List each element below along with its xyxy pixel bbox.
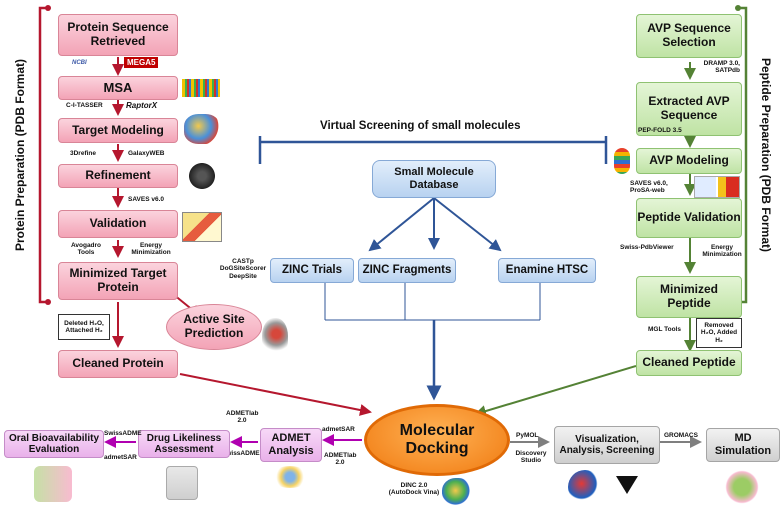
protein-seq-text: Protein Sequence Retrieved	[67, 20, 169, 48]
ncbi-logo: NCBI	[72, 60, 87, 66]
gromacs-label: GROMACS	[664, 432, 698, 439]
galaxyweb-label: GalaxyWEB	[128, 150, 165, 157]
admet-text: ADMET Analysis	[268, 432, 314, 457]
vs-title: Virtual Screening of small molecules	[320, 120, 521, 132]
peptide-note-text: Removed H₂O, Added H₂	[700, 321, 738, 344]
drug-likeliness-box: Drug Likeliness Assessment	[138, 430, 230, 458]
zinc-fragments-text: ZINC Fragments	[362, 263, 452, 276]
dinc-label: DINC 2.0 (AutoDock Vina)	[388, 482, 440, 497]
admetsar-in-label: admetSAR	[322, 426, 355, 433]
target-modeling-text: Target Modeling	[72, 122, 164, 137]
admetlab-drug-label: ADMETlab 2.0	[226, 410, 259, 425]
active-site-text: Active Site Prediction	[183, 312, 245, 340]
pill-bottle-image	[166, 466, 198, 500]
refined-structure-image	[186, 162, 218, 190]
mgl-label: MGL Tools	[648, 326, 681, 333]
protein-seq-box: Protein Sequence Retrieved	[58, 14, 178, 56]
swiss-pdb-label: Swiss-PdbViewer	[620, 244, 674, 251]
molecular-docking-text: Molecular Docking	[399, 421, 475, 457]
discovery-studio-label: Discovery Studio	[515, 450, 547, 465]
msa-box: MSA	[58, 76, 178, 100]
cleaned-protein-box: Cleaned Protein	[58, 350, 178, 378]
energy-min-label: Energy Minimization	[131, 242, 171, 257]
oral-bioavailability-box: Oral Bioavailability Evaluation	[4, 430, 104, 458]
plot-images	[694, 176, 740, 198]
minimized-target-box: Minimized Target Protein	[58, 262, 178, 300]
dramp-label: DRAMP 3.0, SATPdb	[703, 60, 740, 75]
md-simulation-text: MD Simulation	[714, 432, 772, 457]
3drefine-label: 3Drefine	[70, 150, 97, 157]
castp-label: CASTp DoGSiteScorer DeepSite	[219, 258, 267, 280]
zinc-trials-text: ZINC Trials	[281, 263, 343, 276]
refinement-text: Refinement	[85, 168, 151, 183]
active-site-image	[262, 318, 288, 358]
small-molecule-db-box: Small Molecule Database	[372, 160, 496, 198]
admet-box: ADMET Analysis	[260, 428, 322, 462]
raptorx-label: RaptorX	[126, 101, 158, 110]
active-site-box: Active Site Prediction	[166, 304, 262, 350]
minimized-peptide-text: Minimized Peptide	[659, 282, 718, 310]
minimized-target-text: Minimized Target Protein	[69, 266, 167, 294]
admet-image	[270, 466, 310, 488]
funnel-icon	[616, 476, 638, 494]
validation-box: Validation	[58, 210, 178, 238]
validation-text: Validation	[89, 216, 147, 231]
peptide-prep-label: Peptide Preparation (PDB Format)	[759, 57, 773, 253]
swissadme-oral-label: SwissADME	[104, 430, 142, 437]
itasser-label: C-I-TASSER	[66, 102, 103, 109]
small-molecule-db-text: Small Molecule Database	[394, 166, 474, 191]
cleaned-protein-text: Cleaned Protein	[72, 356, 164, 371]
protein-prep-label: Protein Preparation (PDB Format)	[13, 58, 27, 252]
minimized-peptide-box: Minimized Peptide	[636, 276, 742, 318]
protein-structure-image	[184, 114, 220, 144]
alignment-image	[182, 79, 220, 97]
ramachandran-image	[182, 212, 222, 242]
oral-bioavailability-text: Oral Bioavailability Evaluation	[8, 432, 100, 456]
drug-likeliness-text: Drug Likeliness Assessment	[146, 432, 222, 456]
cleaned-peptide-text: Cleaned Peptide	[642, 355, 736, 370]
avp-modeling-box: AVP Modeling	[636, 148, 742, 174]
enamine-text: Enamine HTSC	[505, 263, 589, 276]
admetlab-in-label: ADMETlab 2.0	[324, 452, 357, 467]
refinement-box: Refinement	[58, 164, 178, 188]
protein-note-box: Deleted H₂O, Attached H₂	[58, 314, 110, 340]
pepfold-label: PEP-FOLD 3.5	[638, 127, 682, 134]
extracted-avp-text: Extracted AVP Sequence	[648, 94, 730, 122]
swissadme-drug-label: SwissADME	[222, 450, 260, 457]
peptide-validation-box: Peptide Validation	[636, 198, 742, 238]
helix-image	[614, 148, 630, 174]
admetsar-oral-label: admetSAR	[104, 454, 137, 461]
peptide-energy-label: Energy Minimization	[702, 244, 742, 259]
msa-text: MSA	[103, 79, 133, 95]
avp-modeling-text: AVP Modeling	[649, 153, 729, 168]
body-image	[34, 466, 72, 502]
docking-image	[442, 478, 472, 506]
target-modeling-box: Target Modeling	[58, 118, 178, 143]
avp-selection-box: AVP Sequence Selection	[636, 14, 742, 58]
enamine-box: Enamine HTSC	[498, 258, 596, 283]
peptide-note-box: Removed H₂O, Added H₂	[696, 318, 742, 348]
visualization-image	[568, 470, 602, 504]
md-image	[722, 468, 762, 506]
zinc-trials-box: ZINC Trials	[270, 258, 354, 283]
extracted-avp-box: Extracted AVP Sequence	[636, 82, 742, 136]
protein-note-text: Deleted H₂O, Attached H₂	[64, 319, 104, 334]
avogadro-label: Avogadro Tools	[70, 242, 102, 257]
peptide-validation-text: Peptide Validation	[637, 210, 741, 225]
visualization-text: Visualization, Analysis, Screening	[559, 433, 655, 457]
saves-label: SAVES v6.0	[128, 196, 165, 203]
visualization-box: Visualization, Analysis, Screening	[554, 426, 660, 464]
pymol-label: PyMOL	[516, 432, 539, 439]
avp-selection-text: AVP Sequence Selection	[647, 21, 731, 49]
saves-prosa-label: SAVES v6.0, ProSA-web	[630, 180, 668, 195]
mega-logo: MEGA5	[124, 57, 159, 69]
molecular-docking-ellipse: Molecular Docking	[364, 404, 510, 476]
zinc-fragments-box: ZINC Fragments	[358, 258, 456, 283]
md-simulation-box: MD Simulation	[706, 428, 780, 462]
cleaned-peptide-box: Cleaned Peptide	[636, 350, 742, 376]
